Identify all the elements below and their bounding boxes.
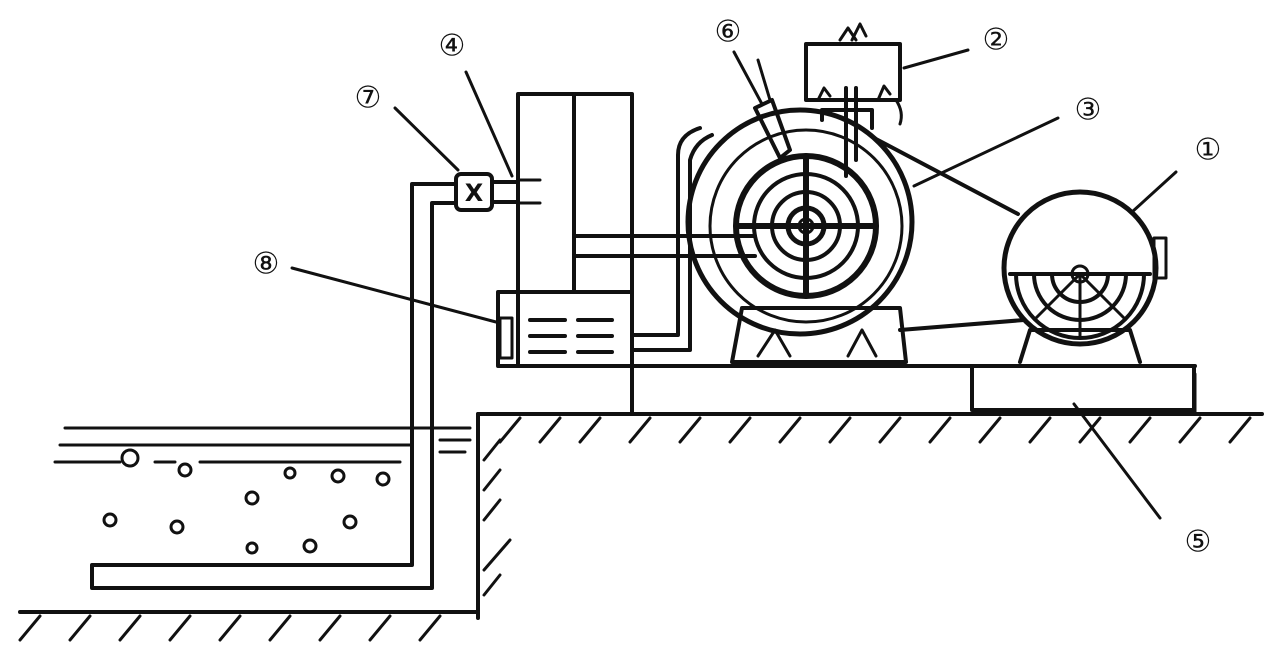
connecting-pipes	[572, 126, 757, 352]
drive-belt	[872, 136, 1026, 332]
label-base: ⑤	[1185, 525, 1212, 560]
separator-tank	[496, 92, 634, 368]
leader-lines	[290, 48, 1178, 520]
valve: X	[454, 172, 520, 212]
ground-hatching-upper	[498, 416, 1252, 444]
valve-mark: X	[465, 179, 484, 207]
water-level-indicator	[498, 316, 614, 360]
suction-pipe	[90, 182, 457, 590]
label-pump: ③	[1075, 93, 1102, 128]
vacuum-gauge	[753, 58, 792, 160]
ground-hatching-lower	[18, 614, 442, 642]
label-separator: ④	[439, 29, 466, 64]
ground-hatching-wall	[482, 438, 512, 597]
water-bubbles	[102, 462, 391, 555]
electric-motor	[1001, 189, 1168, 364]
label-gauge: ⑥	[715, 15, 742, 50]
label-valve: ⑦	[355, 81, 382, 116]
base-platform	[630, 364, 1197, 416]
label-water-level: ⑧	[253, 247, 280, 282]
ground	[18, 412, 1264, 642]
water-tank	[804, 22, 903, 126]
label-motor: ①	[1195, 133, 1222, 168]
vacuum-pump	[685, 86, 915, 364]
water-body	[53, 426, 472, 555]
label-tank: ②	[983, 23, 1010, 58]
